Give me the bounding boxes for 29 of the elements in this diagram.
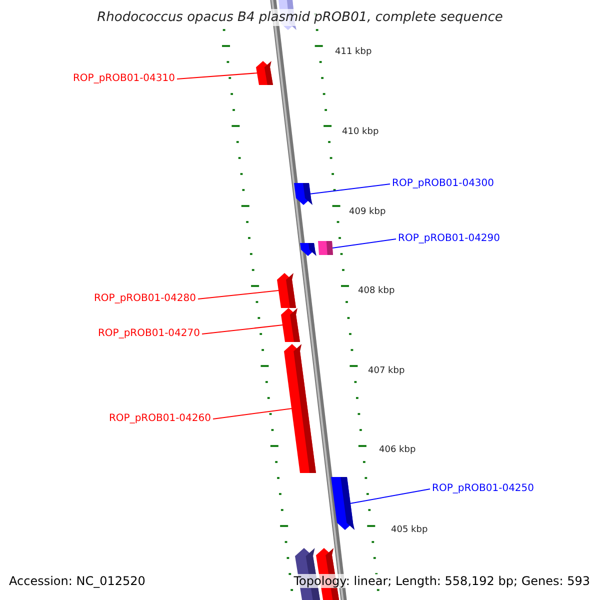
scale-label: 407 kbp <box>368 366 405 377</box>
leader-line <box>212 408 292 420</box>
gene-feature <box>331 477 353 530</box>
leader-line <box>198 290 279 300</box>
gene-label: ROP_pROB01-04290 <box>398 233 500 245</box>
gene-label: ROP_pROB01-04280 <box>94 293 196 305</box>
gene-label: ROP_pROB01-04250 <box>432 483 534 495</box>
gene-label: ROP_pROB01-04270 <box>98 328 200 340</box>
gene-feature-block <box>318 241 333 255</box>
leader-line <box>309 184 390 194</box>
leader-line <box>176 72 258 80</box>
scale-label: 410 kbp <box>342 127 379 138</box>
leader-line <box>202 324 283 334</box>
accession-text: Accession: NC_012520 <box>9 574 146 588</box>
gene-feature <box>280 308 300 342</box>
gene-label: ROP_pROB01-04310 <box>72 73 175 85</box>
gene-label: ROP_pROB01-04260 <box>108 413 211 425</box>
leader-line <box>350 488 430 504</box>
gene-label: ROP_pROB01-04300 <box>392 178 494 190</box>
gene-feature <box>294 183 310 205</box>
gene-feature <box>256 61 273 85</box>
scale-label: 405 kbp <box>391 525 428 536</box>
gene-feature <box>284 344 316 473</box>
sequence-info-text: Topology: linear; Length: 558,192 bp; Genes: 593 <box>294 574 590 588</box>
scale-label: 411 kbp <box>335 47 372 58</box>
scale-label: 406 kbp <box>379 445 416 456</box>
scale-label: 409 kbp <box>349 207 386 218</box>
scale-label: 408 kbp <box>358 286 395 297</box>
gene-feature <box>276 273 296 308</box>
